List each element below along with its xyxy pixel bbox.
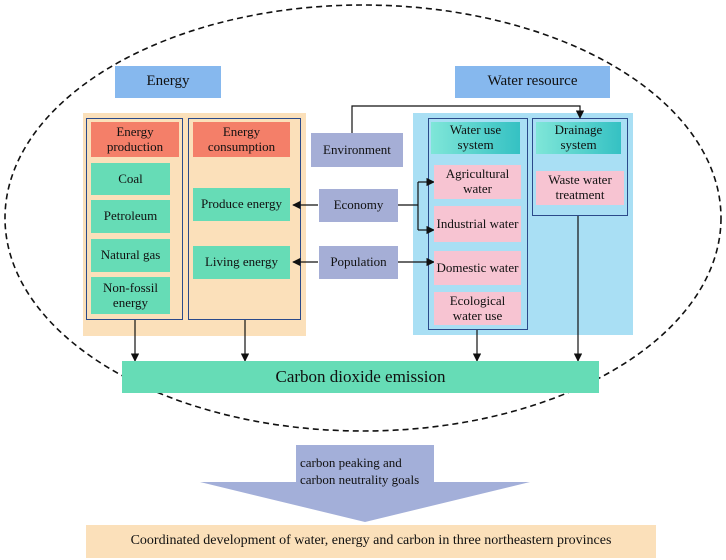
industrial-water-node: Industrial water (434, 206, 521, 242)
population-node: Population (319, 246, 398, 279)
living-energy-node: Living energy (193, 246, 290, 279)
water-resource-title: Water resource (455, 66, 610, 98)
boundary-ellipse (4, 4, 722, 432)
energy-consumption-group (188, 118, 301, 320)
agricultural-water-node: Agricultural water (434, 165, 521, 199)
economy-node: Economy (319, 189, 398, 222)
energy-title: Energy (115, 66, 221, 98)
petroleum-node: Petroleum (91, 200, 170, 233)
goals-arrow (200, 445, 530, 522)
non-fossil-energy-node: Non-fossil energy (91, 277, 170, 314)
water-use-group (428, 118, 528, 330)
waste-water-treatment-node: Waste water treatment (536, 171, 624, 205)
coal-node: Coal (91, 163, 170, 195)
energy-consumption-header: Energy consumption (193, 122, 290, 157)
environment-node: Environment (311, 133, 403, 167)
produce-energy-node: Produce energy (193, 188, 290, 221)
water-use-system-header: Water use system (431, 122, 520, 154)
goals-label: carbon peaking and carbon neutrality goa… (300, 455, 420, 487)
energy-production-group (86, 118, 183, 320)
domestic-water-node: Domestic water (434, 251, 521, 285)
drainage-system-header: Drainage system (536, 122, 621, 154)
ecological-water-use-node: Ecological water use (434, 292, 521, 325)
energy-production-header: Energy production (91, 122, 179, 157)
outcome-banner: Coordinated development of water, energy… (86, 525, 656, 558)
natural-gas-node: Natural gas (91, 239, 170, 272)
carbon-dioxide-emission-node: Carbon dioxide emission (122, 361, 599, 393)
